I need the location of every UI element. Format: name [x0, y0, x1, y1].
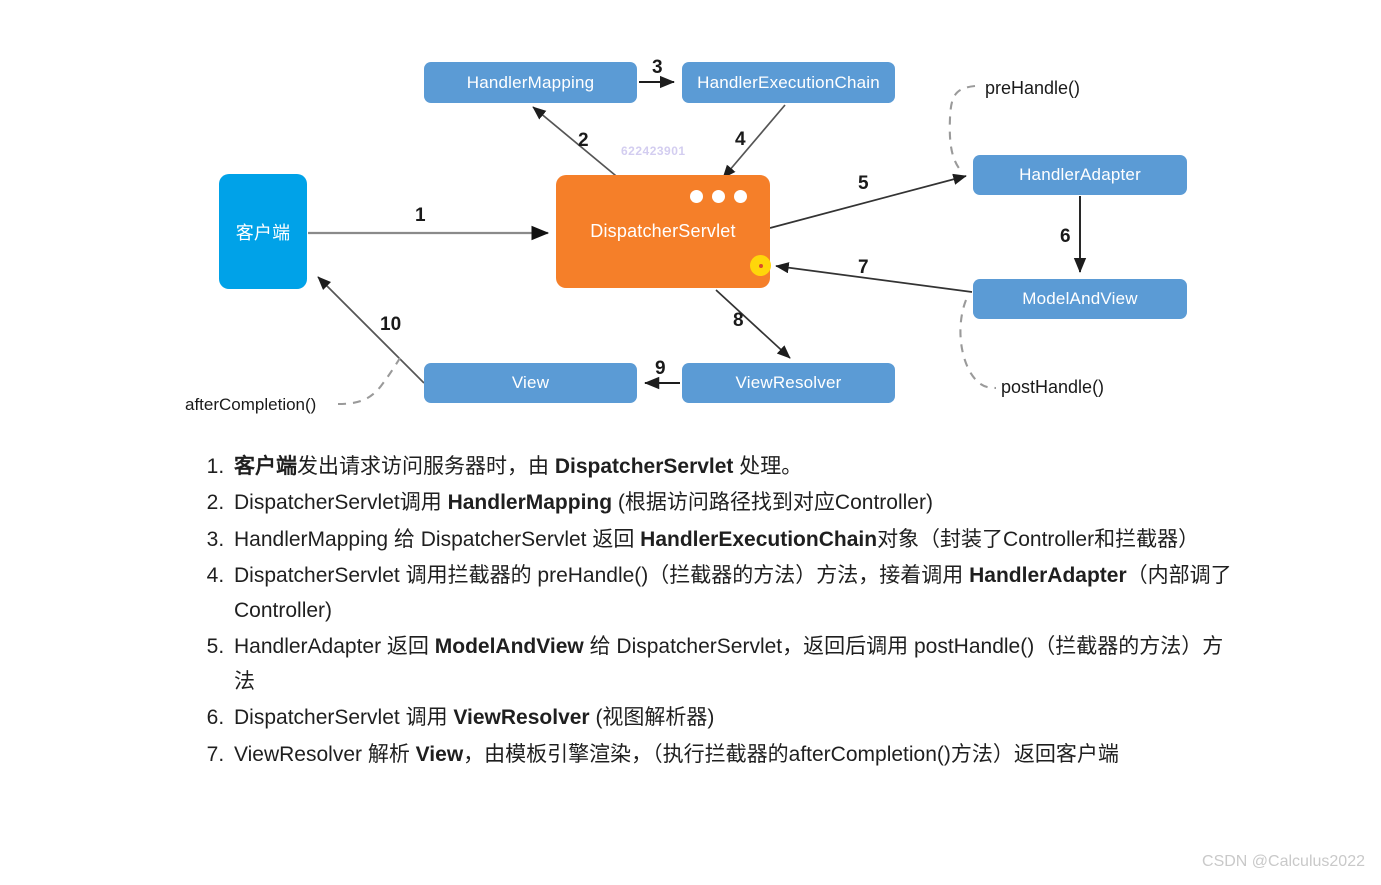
- step-item-1: 客户端发出请求访问服务器时，由 DispatcherServlet 处理。: [230, 450, 1240, 484]
- dashed-prehandle-connector: [948, 84, 976, 173]
- dashed-posthandle-connector: [959, 299, 997, 390]
- node-view-resolver-label: ViewResolver: [735, 373, 842, 392]
- edge-label-4: 4: [735, 129, 746, 150]
- annotation-aftercompletion: afterCompletion(): [185, 395, 317, 414]
- node-dispatcher-servlet-label: DispatcherServlet: [590, 221, 736, 241]
- dispatcher-servlet-marker-dot-icon: [750, 255, 771, 276]
- node-handler-adapter-label: HandlerAdapter: [1019, 165, 1141, 184]
- edge-label-9: 9: [655, 358, 666, 379]
- node-handler-mapping-label: HandlerMapping: [466, 72, 595, 92]
- node-client[interactable]: 客户端: [219, 174, 307, 289]
- node-model-and-view-label: ModelAndView: [1022, 289, 1138, 308]
- node-handler-execution-chain[interactable]: HandlerExecutionChain: [682, 62, 895, 103]
- dashed-aftercompletion-connector: [337, 357, 401, 406]
- edge-10-view-to-client: [317, 276, 425, 384]
- annotation-posthandle: postHandle(): [1001, 377, 1105, 397]
- steps-list: 客户端发出请求访问服务器时，由 DispatcherServlet 处理。Dis…: [198, 450, 1240, 774]
- step-item-5: HandlerAdapter 返回 ModelAndView 给 Dispatc…: [230, 630, 1240, 699]
- node-handler-mapping[interactable]: HandlerMapping: [424, 62, 637, 103]
- node-view-resolver[interactable]: ViewResolver: [682, 363, 895, 403]
- edge-label-2: 2: [578, 130, 589, 151]
- diagram-watermark: 622423901: [621, 144, 686, 158]
- node-handler-execution-chain-label: HandlerExecutionChain: [697, 72, 880, 92]
- step-item-7: ViewResolver 解析 View，由模板引擎渲染，（执行拦截器的afte…: [230, 738, 1240, 772]
- node-client-label: 客户端: [235, 222, 291, 243]
- annotation-prehandle: preHandle(): [985, 78, 1081, 98]
- step-item-2: DispatcherServlet调用 HandlerMapping (根据访问…: [230, 486, 1240, 520]
- node-model-and-view[interactable]: ModelAndView: [973, 279, 1187, 319]
- edge-2-dispatcher-to-handlermapping: [532, 106, 628, 186]
- edge-5-dispatcher-to-handleradapter: [769, 173, 967, 229]
- step-item-3: HandlerMapping 给 DispatcherServlet 返回 Ha…: [230, 523, 1240, 557]
- edge-label-5: 5: [858, 173, 869, 194]
- step-item-6: DispatcherServlet 调用 ViewResolver (视图解析器…: [230, 701, 1240, 735]
- edge-label-3: 3: [652, 57, 663, 78]
- edge-label-1: 1: [415, 205, 426, 226]
- node-handler-adapter[interactable]: HandlerAdapter: [973, 155, 1187, 195]
- csdn-watermark: CSDN @Calculus2022: [1202, 853, 1365, 870]
- step-item-4: DispatcherServlet 调用拦截器的 preHandle()（拦截器…: [230, 559, 1240, 628]
- edge-8-dispatcher-to-viewresolver: [715, 289, 791, 359]
- dispatcher-servlet-dots-icon: [690, 190, 747, 203]
- edge-label-10: 10: [380, 314, 402, 335]
- node-view[interactable]: View: [424, 363, 637, 403]
- edge-label-7: 7: [858, 257, 869, 278]
- node-view-label: View: [511, 373, 550, 392]
- edge-7-modelandview-to-dispatcher: [775, 262, 973, 293]
- edge-label-8: 8: [733, 310, 744, 331]
- edge-4-chain-to-dispatcher: [722, 104, 786, 179]
- edge-label-6: 6: [1060, 226, 1071, 247]
